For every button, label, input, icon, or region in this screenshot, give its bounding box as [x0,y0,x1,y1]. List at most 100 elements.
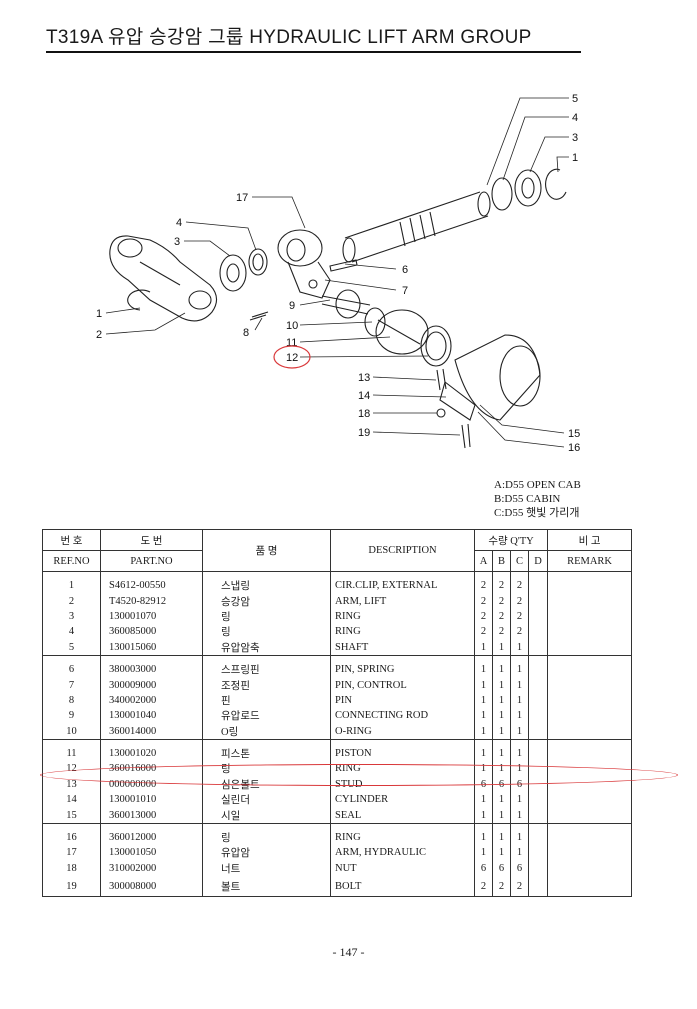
cell-part: 300008000 [100,876,203,898]
callout-16: 16 [568,442,580,454]
cell-d [527,608,549,625]
cell-remark [547,723,633,740]
cell-kr: 스냅링 [202,578,331,594]
cell-part: 360085000 [100,624,203,640]
group-spacer [42,571,633,578]
callout-12-highlight [273,345,311,369]
cell-remark [547,578,633,594]
cell-a: 2 [474,593,493,609]
cell-d [527,677,549,693]
cell-c: 2 [510,876,529,898]
cell-part: 300009000 [100,677,203,693]
cell-desc: PIN, CONTROL [330,677,475,693]
cell-part: 130001020 [100,745,203,762]
cell-d [527,723,549,740]
cell-desc: NUT [330,860,475,877]
cell-remark [547,661,633,678]
nut-drawing [436,408,446,418]
cell-part: T4520-82912 [100,593,203,609]
cell-c: 2 [510,578,529,594]
callout-13: 13 [358,372,370,384]
cell-desc: RING [330,829,475,846]
cell-c: 2 [510,624,529,640]
cell-remark [547,745,633,762]
cell-part: 340002000 [100,692,203,709]
cell-b: 2 [492,593,511,609]
cell-remark [547,639,633,656]
cell-kr: 볼트 [202,876,331,898]
cell-desc: PIN, SPRING [330,661,475,678]
cell-ref: 9 [42,708,101,724]
cell-part: S4612-00550 [100,578,203,594]
callout-11: 11 [286,337,297,349]
callout-8: 8 [243,327,249,339]
cell-ref: 4 [42,624,101,640]
cell-a: 1 [474,829,493,846]
cell-a: 6 [474,860,493,877]
cell-d [527,578,549,594]
cell-c: 1 [510,807,529,824]
legend-a: A:D55 OPEN CAB [494,479,581,491]
callout-1-left: 1 [96,308,102,320]
cell-kr: O링 [202,723,331,740]
cell-d [527,807,549,824]
header-qty-c: C [510,550,529,572]
cell-c: 1 [510,845,529,861]
callout-4: 4 [572,112,578,124]
cell-kr: 핀 [202,692,331,709]
ring-12-drawing [420,325,452,367]
page-number: - 147 - [332,945,365,959]
cylinder-drawing [439,334,541,421]
cell-b: 1 [492,845,511,861]
callout-3-left: 3 [174,236,180,248]
ring-3-right-drawing [514,169,542,207]
cell-ref: 2 [42,593,101,609]
legend-c: C:D55 햇빛 가리개 [494,507,580,519]
legend-b: B:D55 CABIN [494,493,561,505]
group-spacer [42,822,633,830]
cell-c: 2 [510,608,529,625]
header-qty-a: A [474,550,493,572]
cell-b: 1 [492,708,511,724]
cell-remark [547,807,633,824]
connecting-rod-drawing [321,295,371,315]
callout-4-left: 4 [176,217,182,229]
cell-part: 360012000 [100,829,203,846]
cell-a: 1 [474,708,493,724]
cell-kr: 시일 [202,807,331,824]
cell-d [527,593,549,609]
group-spacer [42,654,633,662]
header-qty-b: B [492,550,511,572]
cell-remark [547,692,633,709]
model-legend: A:D55 OPEN CAB B:D55 CABIN C:D55 햇빛 가리개 [494,478,581,520]
cell-c: 1 [510,745,529,762]
callout-14: 14 [358,390,370,402]
cell-d [527,639,549,656]
cell-part: 130015060 [100,639,203,656]
cell-part: 130001070 [100,608,203,625]
cell-d [527,829,549,846]
cell-b: 1 [492,723,511,740]
cell-a: 1 [474,661,493,678]
lift-arm-drawing [109,235,218,322]
cell-c: 1 [510,829,529,846]
cell-a: 1 [474,745,493,762]
ring-4-right-drawing [491,177,513,211]
stud-drawing [436,368,447,391]
cell-desc: CYLINDER [330,792,475,808]
ring-3-left-drawing [219,254,247,292]
callout-19: 19 [358,427,370,439]
cell-remark [547,829,633,846]
cell-a: 1 [474,845,493,861]
callout-7: 7 [402,285,408,297]
header-ref-en: REF.NO [42,550,101,572]
cell-part: 130001040 [100,708,203,724]
cell-remark [547,624,633,640]
cell-a: 2 [474,876,493,898]
cell-desc: O-RING [330,723,475,740]
cell-kr: 실린더 [202,792,331,808]
